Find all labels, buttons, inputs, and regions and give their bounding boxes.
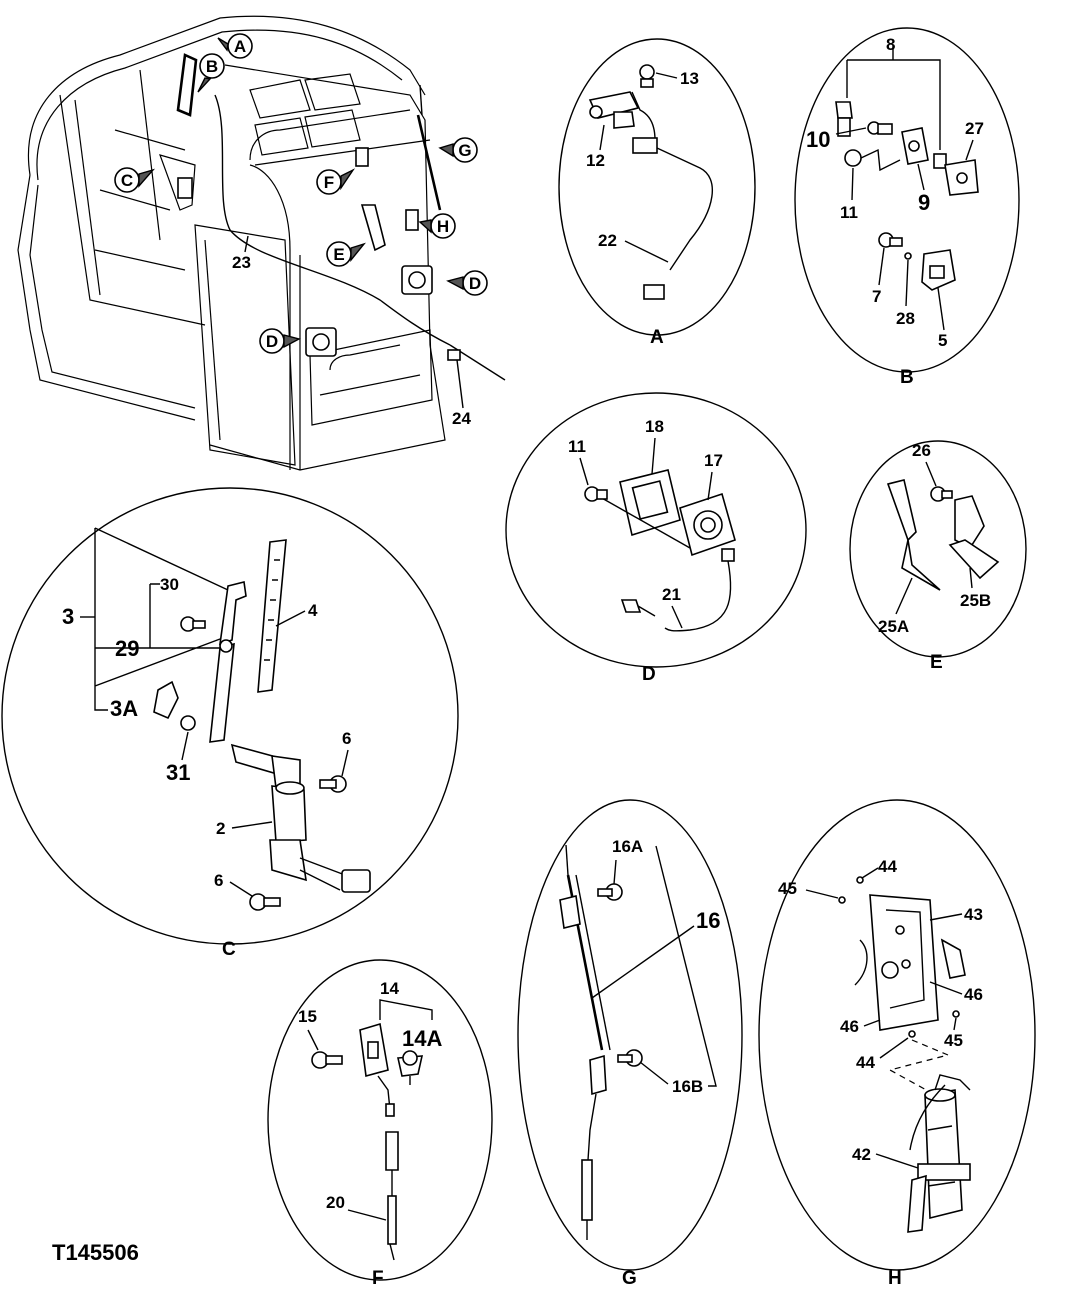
- label-12: 12: [586, 151, 605, 170]
- label-14A: 14A: [402, 1026, 442, 1051]
- detail-d: 11 18 17 21 D: [505, 392, 807, 685]
- svg-text:D: D: [266, 332, 278, 351]
- caption-g: G: [622, 1268, 637, 1289]
- callout-c: C: [114, 167, 156, 193]
- label-29: 29: [115, 636, 139, 661]
- label-17: 17: [704, 451, 723, 470]
- svg-text:C: C: [121, 171, 133, 190]
- callout-d-left: D: [259, 328, 301, 354]
- label-42: 42: [852, 1145, 871, 1164]
- svg-text:G: G: [458, 141, 471, 160]
- label-21: 21: [662, 585, 681, 604]
- callout-d-right: D: [446, 270, 488, 296]
- caption-b: B: [900, 367, 914, 388]
- svg-text:E: E: [333, 245, 344, 264]
- caption-c: C: [222, 939, 236, 960]
- label-22: 22: [598, 231, 617, 250]
- label-43: 43: [964, 905, 983, 924]
- caption-e: E: [930, 652, 943, 673]
- detail-h: 44 45 43 46 46 45 44 42 H: [758, 799, 1036, 1289]
- detail-f: 14 15 14A 20 F: [267, 959, 493, 1289]
- callout-a: A: [217, 33, 253, 59]
- label-6-lower: 6: [214, 871, 223, 890]
- label-27: 27: [965, 119, 984, 138]
- caption-a: A: [650, 327, 664, 348]
- label-46-left: 46: [840, 1017, 859, 1036]
- callout-e: E: [326, 241, 366, 267]
- label-7: 7: [872, 287, 881, 306]
- label-14: 14: [380, 979, 399, 998]
- label-5: 5: [938, 331, 947, 350]
- label-11: 11: [840, 203, 858, 222]
- label-16: 16: [696, 908, 720, 933]
- label-25B: 25B: [960, 591, 991, 610]
- label-13: 13: [680, 69, 699, 88]
- label-8: 8: [886, 35, 895, 54]
- label-44-lower: 44: [856, 1053, 875, 1072]
- label-31: 31: [166, 760, 190, 785]
- label-30: 30: [160, 575, 179, 594]
- label-11-d: 11: [568, 437, 586, 456]
- label-2: 2: [216, 819, 225, 838]
- label-16A: 16A: [612, 837, 643, 856]
- svg-text:H: H: [437, 217, 449, 236]
- label-10: 10: [806, 127, 830, 152]
- detail-c: 3 30 29 3A 4 31 6: [1, 487, 459, 960]
- label-45-lower: 45: [944, 1031, 963, 1050]
- label-24: 24: [452, 409, 471, 428]
- label-46-right: 46: [964, 985, 983, 1004]
- label-15: 15: [298, 1007, 317, 1026]
- detail-b: 8 10 27 11 9 7 28 5 B: [794, 27, 1020, 388]
- svg-text:F: F: [324, 173, 334, 192]
- label-26: 26: [912, 441, 931, 460]
- caption-d: D: [642, 664, 656, 685]
- label-44-upper: 44: [878, 857, 897, 876]
- svg-text:B: B: [206, 57, 218, 76]
- callout-f: F: [316, 168, 356, 195]
- label-45-upper: 45: [778, 879, 797, 898]
- detail-a: 13 12 22 A: [558, 38, 756, 348]
- cab-overview: A B C F G E H: [17, 15, 506, 471]
- svg-text:D: D: [469, 274, 481, 293]
- svg-text:A: A: [234, 37, 246, 56]
- label-28: 28: [896, 309, 915, 328]
- callout-g: G: [438, 137, 478, 163]
- callout-h: H: [418, 213, 456, 239]
- callout-b: B: [197, 53, 225, 93]
- label-4: 4: [308, 601, 318, 620]
- figure-id: T145506: [52, 1240, 139, 1265]
- label-3A: 3A: [110, 696, 138, 721]
- label-20: 20: [326, 1193, 345, 1212]
- label-3: 3: [62, 604, 74, 629]
- label-18: 18: [645, 417, 664, 436]
- detail-g: 16A 16 16B G: [517, 799, 743, 1289]
- label-23: 23: [232, 253, 251, 272]
- caption-f: F: [372, 1268, 384, 1289]
- caption-h: H: [888, 1268, 902, 1289]
- label-6-upper: 6: [342, 729, 351, 748]
- label-25A: 25A: [878, 617, 909, 636]
- label-16B: 16B: [672, 1077, 703, 1096]
- label-9: 9: [918, 190, 930, 215]
- detail-e: 26 25A 25B E: [849, 440, 1027, 673]
